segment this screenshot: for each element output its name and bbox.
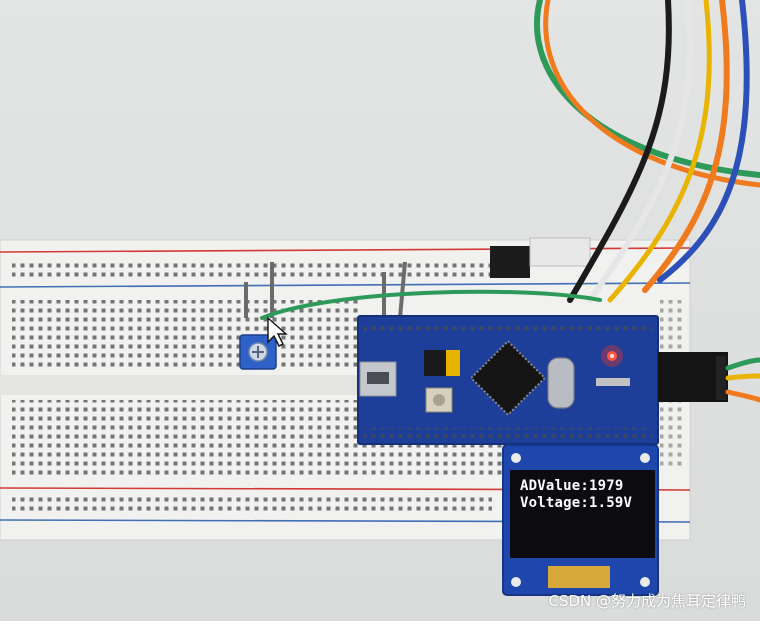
oled-ribbon xyxy=(548,566,610,588)
wire-white xyxy=(587,0,694,303)
wire-green-long xyxy=(260,289,602,320)
top-rail-holes xyxy=(12,260,492,278)
wire-blue xyxy=(657,0,750,283)
wire-bundle xyxy=(260,0,760,403)
top-header-pins xyxy=(364,322,652,332)
wire-right-green xyxy=(725,357,760,371)
oled-adc-line: ADValue:1979 xyxy=(520,478,624,494)
bottom-rail-holes xyxy=(12,496,492,514)
oled-voltage-line: Voltage:1.59V xyxy=(520,495,632,511)
right-header xyxy=(658,352,728,402)
wire-right-yellow xyxy=(725,373,760,381)
oled-voltage-value: 1.59V xyxy=(589,495,633,511)
oled-adc-label: ADValue: xyxy=(520,478,590,494)
wire-black xyxy=(567,0,672,303)
watermark: CSDN @努力成为焦耳定律鸭 xyxy=(548,592,746,610)
reset-button xyxy=(425,387,453,413)
potentiometer xyxy=(239,334,277,370)
mouse-cursor-icon xyxy=(267,316,288,347)
boot-jumper xyxy=(424,350,446,376)
oled-adc-value: 1979 xyxy=(589,478,624,494)
wire-right-orange xyxy=(725,389,760,403)
bottom-header-pins xyxy=(364,428,652,438)
top-rail-blue-line xyxy=(0,282,691,288)
oled-module xyxy=(502,444,659,596)
micro-usb-port xyxy=(359,361,397,397)
small-components xyxy=(596,378,630,386)
oled-screen xyxy=(510,470,655,558)
wire-orange-loop xyxy=(543,0,760,188)
wire-orange xyxy=(642,0,730,293)
mcu-chip xyxy=(469,339,547,417)
wire-yellow xyxy=(607,0,712,303)
crystal xyxy=(547,357,575,409)
stm32-board xyxy=(357,315,659,445)
oled-voltage-label: Voltage: xyxy=(520,495,590,511)
dupont-connector xyxy=(490,237,591,278)
upper-terminal-holes xyxy=(12,300,362,370)
